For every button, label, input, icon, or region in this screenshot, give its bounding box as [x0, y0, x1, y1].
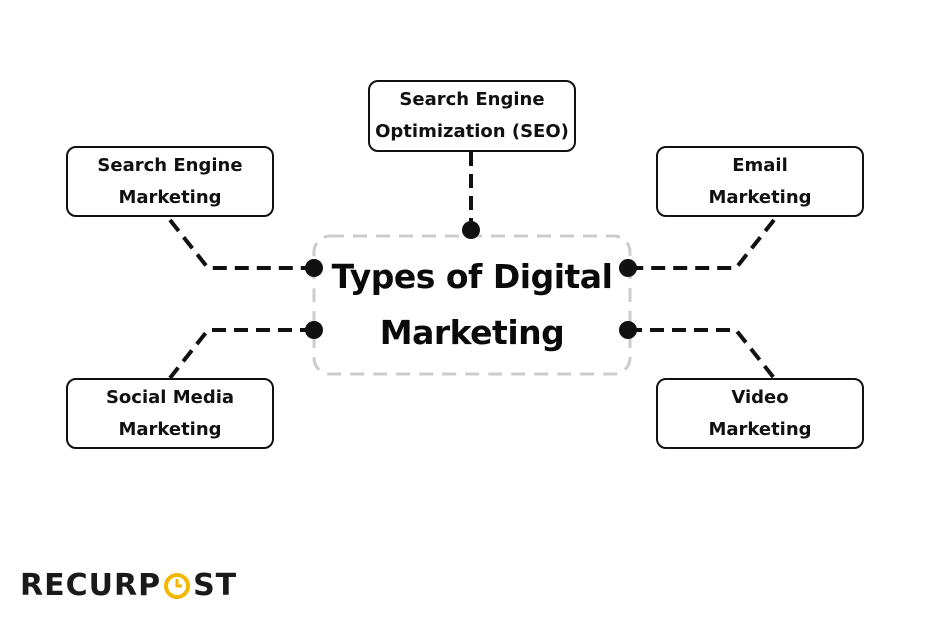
node-email-line1: Email: [732, 154, 788, 176]
logo-text-2: ST: [193, 568, 238, 603]
node-social-line2: Marketing: [118, 418, 222, 440]
logo-text-1: RECURP: [20, 568, 162, 603]
dot-social: [305, 321, 323, 339]
node-social: Social Media Marketing: [66, 378, 274, 449]
center-title-line1: Types of Digital: [331, 257, 613, 296]
center-title-line2: Marketing: [379, 313, 565, 352]
dot-email: [619, 259, 637, 277]
node-seo-line1: Search Engine: [399, 89, 545, 110]
connector-email: [628, 218, 776, 270]
node-video: Video Marketing: [656, 378, 864, 449]
node-email-line2: Marketing: [708, 186, 812, 208]
connector-sem: [168, 218, 314, 270]
node-sem: Search Engine Marketing: [66, 146, 274, 217]
node-video-line2: Marketing: [708, 418, 812, 440]
clock-icon: [164, 572, 191, 599]
connector-social: [168, 328, 314, 380]
connector-video: [628, 328, 776, 380]
recurpost-logo: RECURP ST: [20, 568, 237, 603]
node-social-line1: Social Media: [105, 386, 235, 408]
node-video-line1: Video: [731, 386, 789, 408]
node-seo-line2: Optimization (SEO): [375, 121, 569, 142]
dot-seo: [462, 221, 480, 239]
center-title: Types of Digital Marketing: [314, 236, 630, 374]
dot-video: [619, 321, 637, 339]
node-email: Email Marketing: [656, 146, 864, 217]
dot-sem: [305, 259, 323, 277]
node-seo: Search Engine Optimization (SEO): [368, 80, 576, 152]
node-sem-line1: Search Engine: [97, 154, 243, 176]
node-sem-line2: Marketing: [118, 186, 222, 208]
